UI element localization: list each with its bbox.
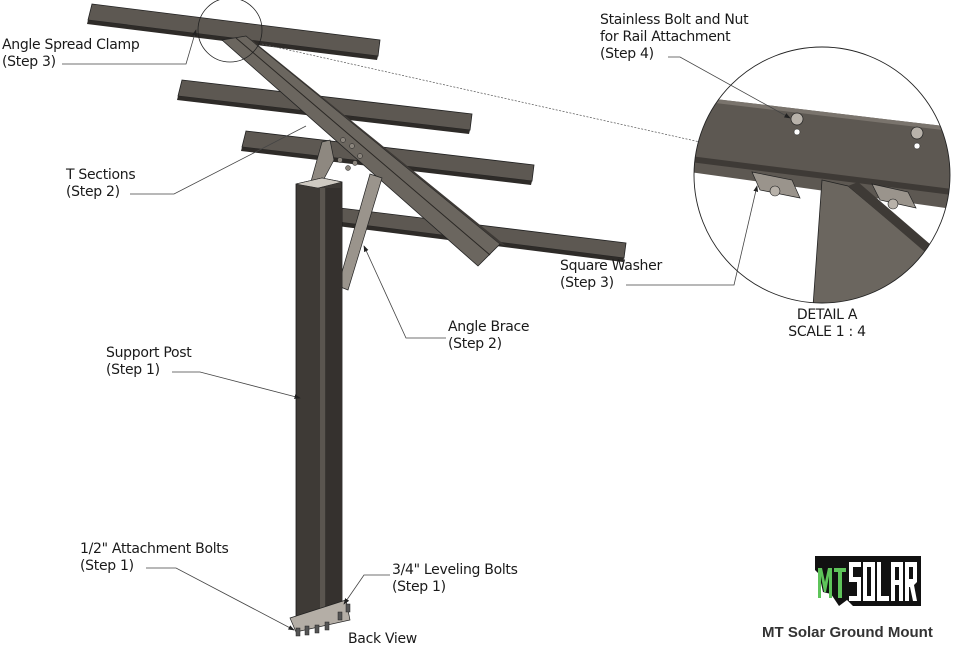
callout-text: Stainless Bolt and Nut (600, 12, 749, 28)
rail-bolt-part (790, 112, 924, 150)
callout-text: Square Washer (560, 258, 662, 274)
view-label: Back View (348, 631, 417, 647)
logo-solar-mark (849, 562, 917, 601)
callout-text-2: for Rail Attachment (600, 29, 731, 45)
callout-stainless-bolt: Stainless Bolt and Nut for Rail Attachme… (600, 12, 749, 63)
callout-step: (Step 1) (106, 362, 160, 378)
callout-text: Angle Brace (448, 319, 530, 335)
callout-step: (Step 1) (392, 579, 446, 595)
callout-step: (Step 2) (448, 336, 502, 352)
callout-text: Angle Spread Clamp (2, 37, 140, 53)
callout-step: (Step 1) (80, 558, 134, 574)
callout-step: (Step 4) (600, 46, 654, 62)
detail-a-marker (197, 0, 263, 63)
callout-leveling-bolts: 3/4" Leveling Bolts (Step 1) (392, 562, 518, 596)
support-post-part (295, 177, 343, 621)
pivot-bracket (309, 139, 335, 191)
square-washer-part (751, 171, 917, 210)
callout-attachment-bolts: 1/2" Attachment Bolts (Step 1) (80, 541, 229, 575)
callout-step: (Step 3) (560, 275, 614, 291)
leader-lines (62, 29, 791, 631)
diagram-title: MT Solar Ground Mount (762, 624, 933, 641)
callout-angle-brace: Angle Brace (Step 2) (448, 319, 530, 353)
detail-scale: SCALE 1 : 4 (788, 324, 866, 340)
callout-step: (Step 3) (2, 54, 56, 70)
logo-mt-mark (818, 568, 846, 598)
callout-t-sections: T Sections (Step 2) (66, 167, 136, 201)
callout-text: Support Post (106, 345, 192, 361)
callout-square-washer: Square Washer (Step 3) (560, 258, 662, 292)
detail-a-caption: DETAIL A SCALE 1 : 4 (767, 307, 887, 341)
callout-text: 3/4" Leveling Bolts (392, 562, 518, 578)
callout-angle-spread-clamp: Angle Spread Clamp (Step 3) (2, 37, 140, 71)
callout-support-post: Support Post (Step 1) (106, 345, 192, 379)
callout-text: 1/2" Attachment Bolts (80, 541, 229, 557)
mt-solar-logo (815, 556, 921, 606)
angle-brace-part (337, 173, 383, 291)
callout-step: (Step 2) (66, 184, 120, 200)
callout-text: T Sections (66, 167, 136, 183)
diagonal-beam (221, 35, 506, 267)
detail-a-view (693, 46, 951, 304)
detail-name: DETAIL A (796, 307, 858, 323)
